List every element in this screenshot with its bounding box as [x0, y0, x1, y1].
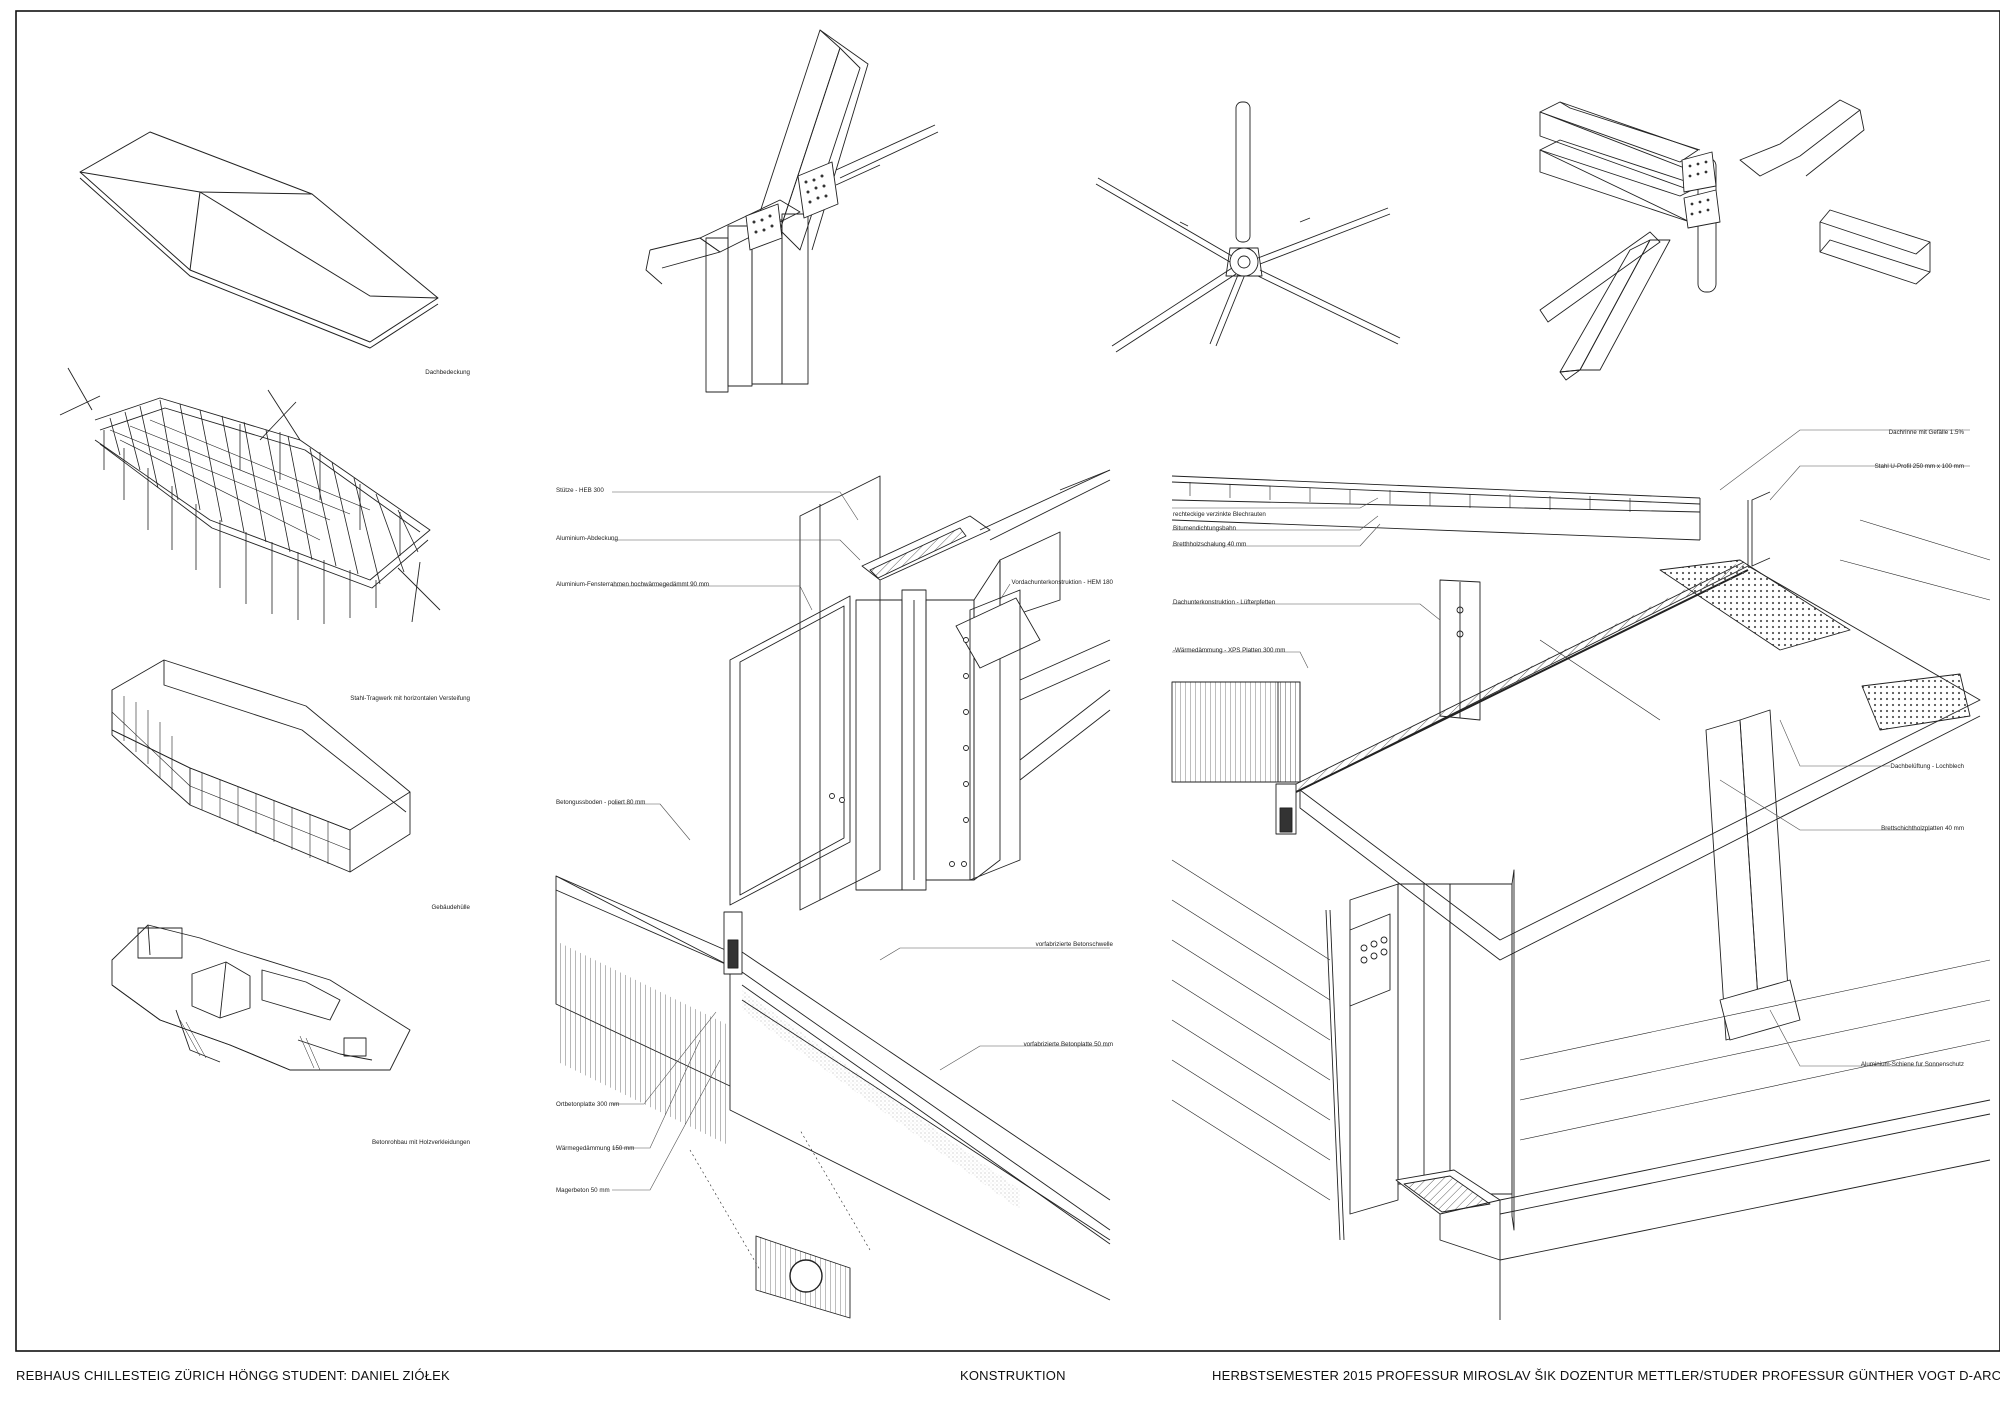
label-schalung: Bretthholzschalung 40 mm: [1173, 541, 1246, 548]
label-brettschicht: Brettschichtholzplatten 40 mm: [1881, 825, 1964, 832]
steel-structure-axonometric: [59, 367, 441, 624]
leader-lines: [612, 429, 1970, 1191]
footer-section: KONSTRUKTION: [960, 1368, 1066, 1383]
roof-axonometric: [79, 131, 439, 349]
label-dachrinne: Dachrinne mit Gefälle 1.5%: [1889, 429, 1965, 436]
footer-semester: HERBSTSEMESTER 2015 PROFESSUR MIROSLAV Š…: [1212, 1368, 2000, 1383]
footer-student: STUDENT: DANIEL ZIÓŁEK: [282, 1368, 450, 1383]
label-fensterrahmen: Aluminium-Fensterrahmen hochwärmegedämmt…: [556, 581, 709, 588]
label-betonplatte: vorfabrizierte Betonplatte 50 mm: [1024, 1041, 1113, 1048]
label-belueftung: Dachbelüftung - Lochblech: [1890, 763, 1964, 770]
label-dichtungsbahn: Bitumendichtungsbahn: [1173, 525, 1237, 532]
label-concrete: Betonrohbau mit Holzverkleidungen: [372, 1139, 471, 1146]
sheet-frame: [15, 10, 2000, 1352]
label-steel: Stahl-Tragwerk mit horizontalen Versteif…: [350, 695, 470, 702]
label-vordach: Vordachunterkonstruktion - HEM 180: [1012, 579, 1114, 586]
label-sonnenschutz: Aluminium-Schiene fur Sonnenschutz: [1861, 1061, 1964, 1068]
label-stutze: Stütze - HEB 300: [556, 487, 604, 494]
facade-floor-section-detail: [555, 469, 1111, 1319]
column-joint-detail: [645, 29, 939, 393]
label-abdeckung: Aluminium-Abdeckung: [556, 535, 618, 542]
label-ortbeton: Ortbetonplatte 300 mm: [556, 1101, 619, 1108]
beam-crossing-joint-detail: [1539, 99, 1931, 381]
cross-bracing-node-detail: [1095, 101, 1401, 353]
label-waermedaemmung: Wärmegedämmung 150 mm: [556, 1145, 634, 1152]
envelope-axonometric: [111, 659, 411, 873]
label-blechrauten: rechteckige verzinkte Blechrauten: [1173, 511, 1266, 518]
label-u-profil: Stahl U-Profil 250 mm x 100 mm: [1875, 463, 1964, 470]
label-pfetten: Dachunterkonstruktion - Lüfterpfetten: [1173, 599, 1276, 606]
label-xps: -Wärmedämmung - XPS Platten 300 mm: [1173, 647, 1285, 654]
concrete-shell-axonometric: [111, 924, 411, 1071]
label-betonschwelle: vorfabrizierte Betonschwelle: [1036, 941, 1114, 948]
label-roof: Dachbedeckung: [425, 369, 470, 376]
label-magerbeton: Magerbeton 50 mm: [556, 1187, 610, 1194]
roof-edge-section-detail: [1171, 475, 1991, 1320]
footer-project: REBHAUS CHILLESTEIG ZÜRICH HÖNGG: [16, 1368, 279, 1383]
label-betonboden: Betonguss­boden - poliert 80 mm: [556, 799, 645, 806]
label-envelope: Gebäudehülle: [431, 904, 470, 911]
